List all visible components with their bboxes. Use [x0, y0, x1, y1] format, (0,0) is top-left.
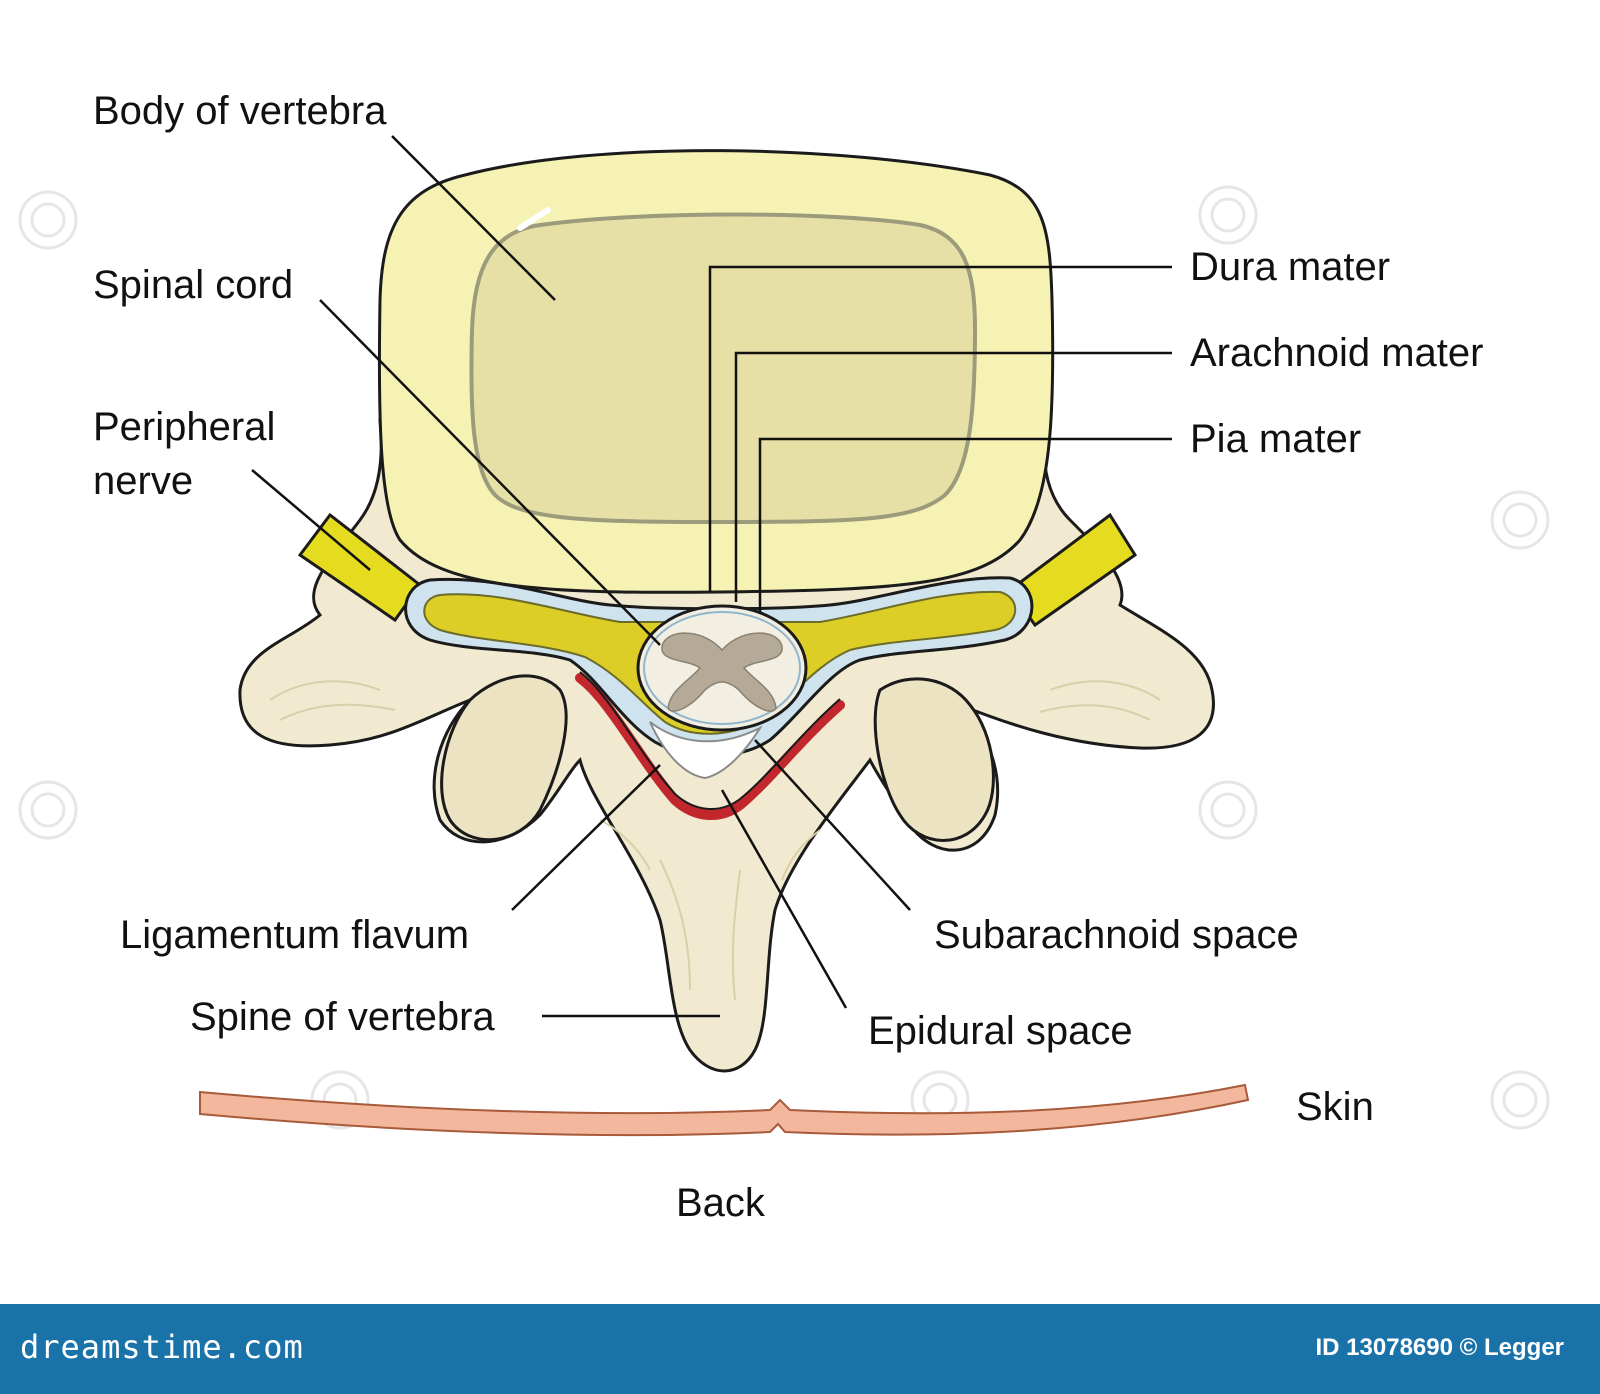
label-back: Back: [676, 1181, 766, 1225]
leader-spinal-cord: [319, 299, 661, 646]
ligamentum-flavum-outline: [579, 671, 841, 811]
ligamentum-flavum: [575, 673, 845, 820]
leader-arachnoid-mater: [734, 351, 1172, 602]
pia-layer: [643, 611, 801, 725]
label-skin: Skin: [1296, 1085, 1374, 1129]
leader-pia-mater: [758, 437, 1172, 614]
brand-logo-text[interactable]: dreamstime.com: [20, 1328, 304, 1366]
leader-dura-mater: [708, 265, 1172, 592]
footer-bar: dreamstime.com ID 13078690 © Legger: [0, 1304, 1600, 1394]
leader-peripheral-nerve: [251, 469, 371, 571]
right-articular-process: [873, 677, 995, 842]
label-epidural-space: Epidural space: [868, 1009, 1133, 1053]
epidural-space: [649, 721, 763, 780]
skin: [199, 1083, 1250, 1137]
leader-body-of-vertebra: [391, 135, 556, 301]
vertebral-body-highlight: [517, 207, 551, 231]
labels: Body of vertebra Spinal cord Peripheral …: [93, 89, 1483, 1225]
leader-ligamentum-flavum: [511, 764, 661, 911]
label-arachnoid-mater: Arachnoid mater: [1190, 331, 1483, 375]
label-spine-of-vertebra: Spine of vertebra: [190, 995, 495, 1039]
label-ligamentum-flavum: Ligamentum flavum: [120, 913, 469, 957]
label-pia-mater: Pia mater: [1190, 417, 1361, 461]
leader-lines: [251, 135, 1172, 1018]
leader-subarachnoid-space: [754, 739, 911, 911]
vertebral-body-inner: [469, 212, 978, 525]
label-spinal-cord: Spinal cord: [93, 263, 293, 307]
bone-texture: [269, 680, 1161, 1001]
label-peripheral-nerve-line2: nerve: [93, 459, 193, 503]
image-credit: ID 13078690 © Legger: [1315, 1334, 1564, 1361]
leader-epidural-space: [720, 789, 848, 1009]
label-peripheral-nerve-line1: Peripheral: [93, 405, 275, 449]
grey-matter: [661, 632, 783, 712]
label-dura-mater: Dura mater: [1190, 245, 1390, 289]
label-body-of-vertebra: Body of vertebra: [93, 89, 387, 133]
label-subarachnoid-space: Subarachnoid space: [934, 913, 1299, 957]
left-articular-process: [440, 674, 568, 842]
